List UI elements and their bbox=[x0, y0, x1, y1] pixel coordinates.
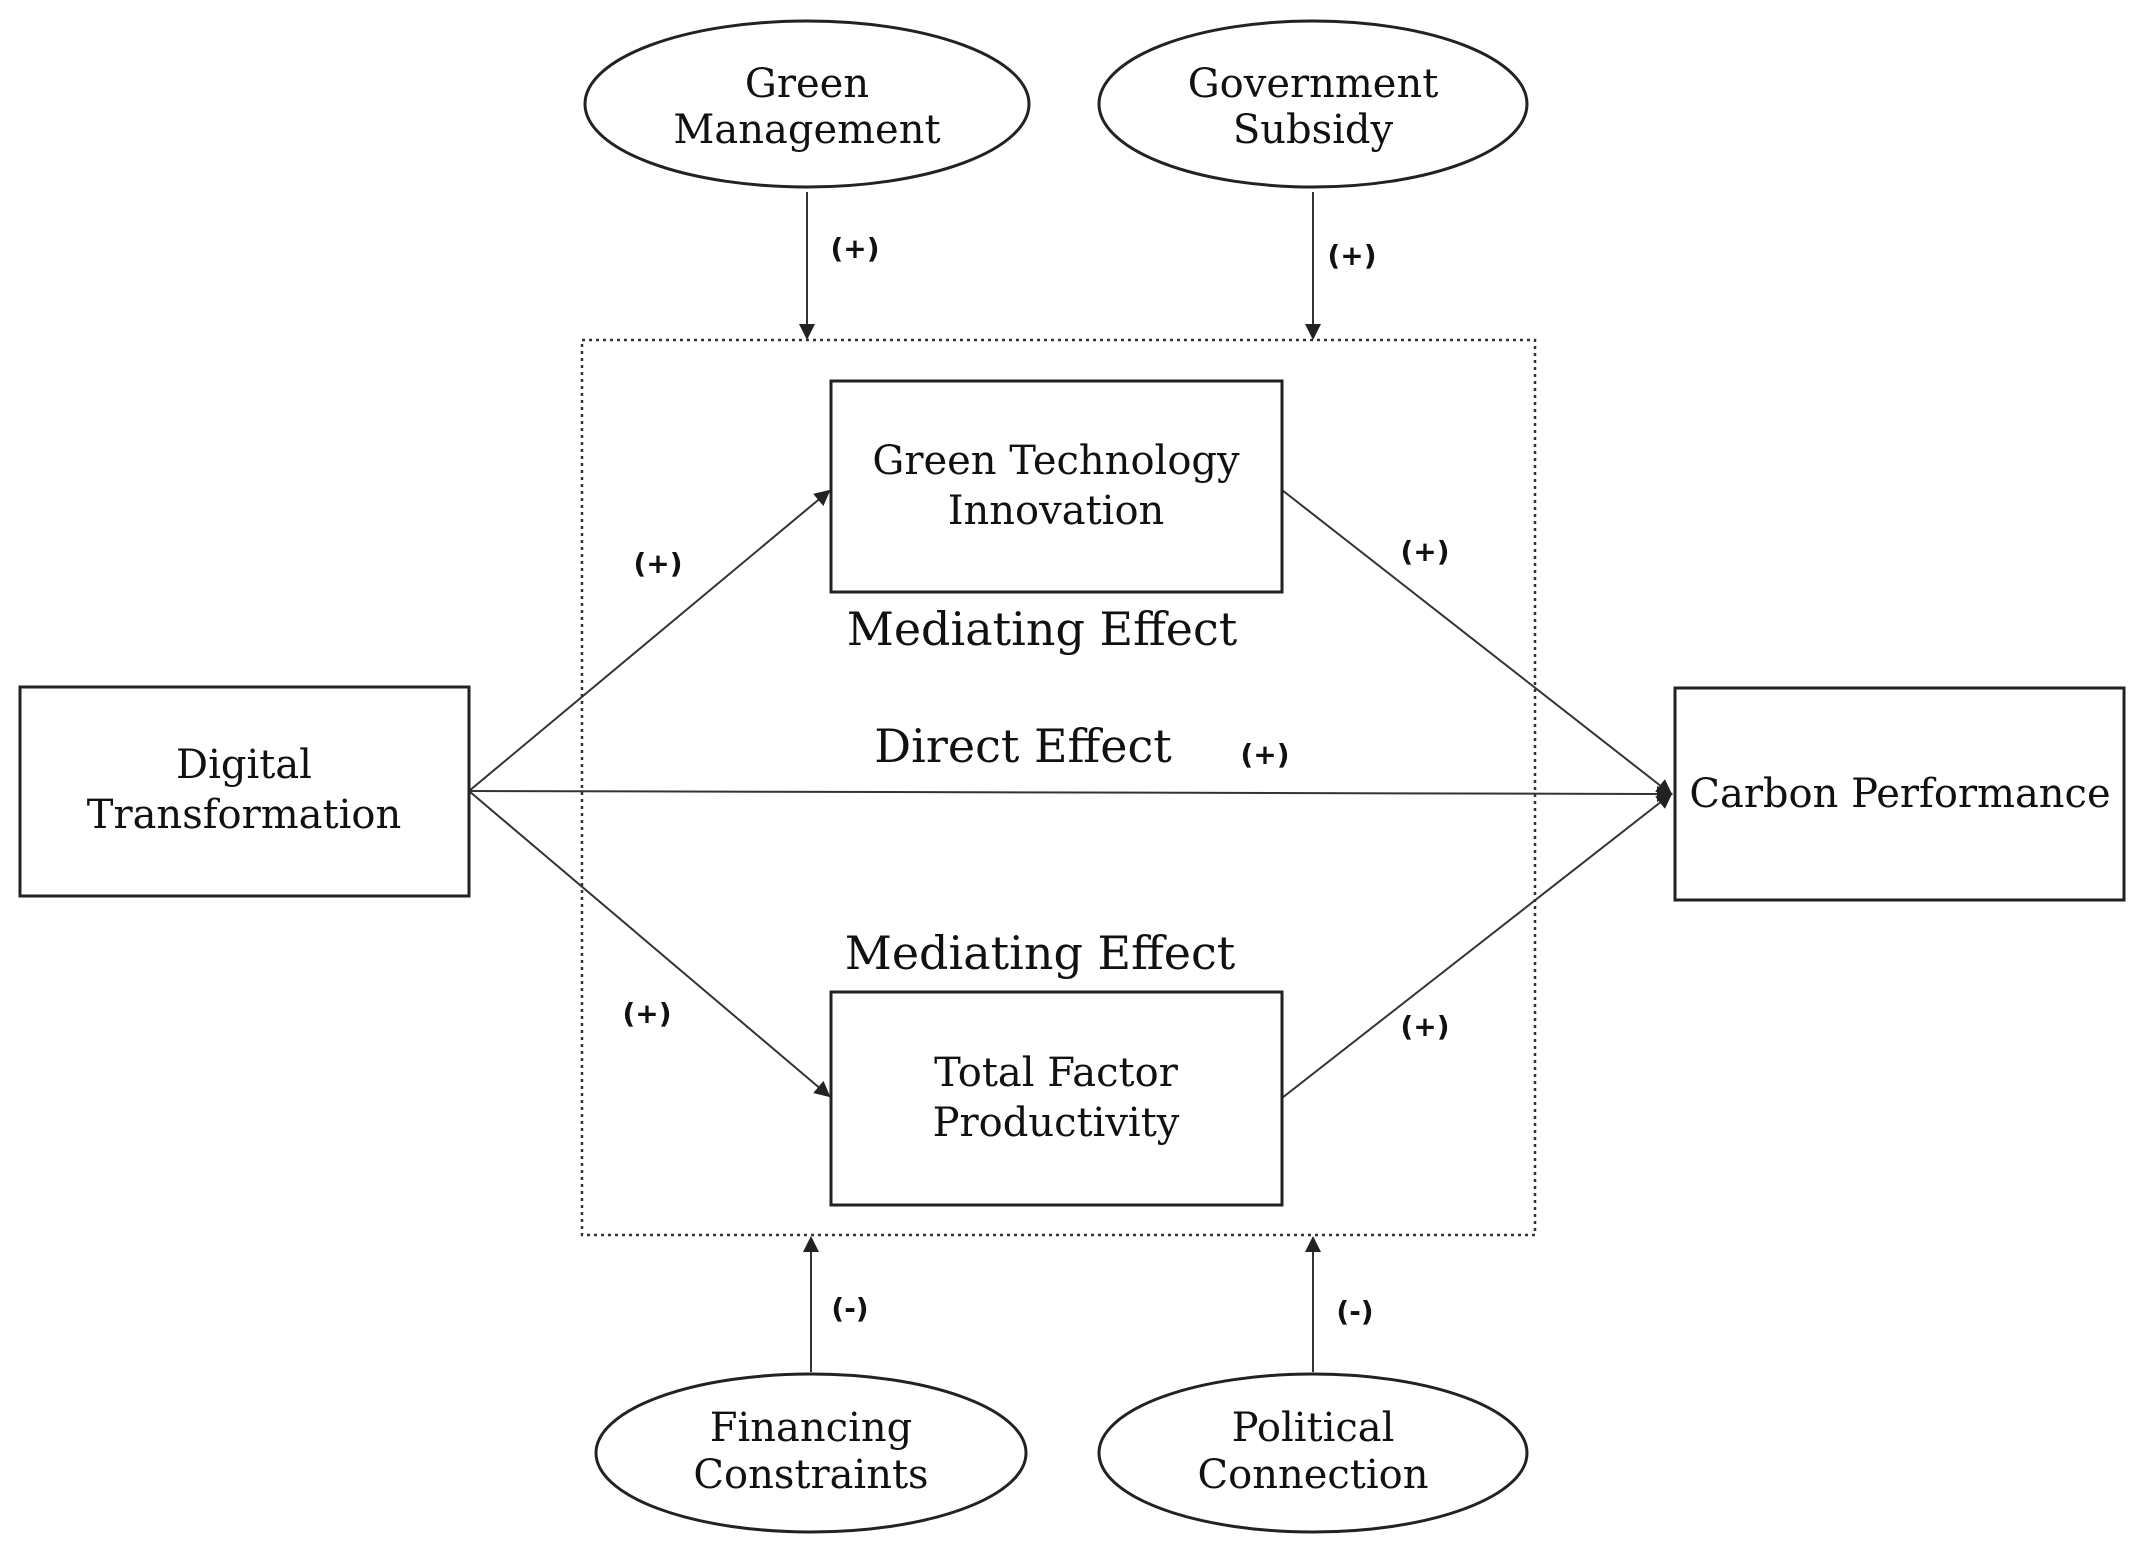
financing-constraints-line1: Financing bbox=[710, 1405, 912, 1451]
political-connection-line1: Political bbox=[1232, 1405, 1395, 1451]
sign-direct: (+) bbox=[1240, 738, 1289, 771]
arrow-dt-to-gti bbox=[468, 489, 831, 792]
arrow-tfp-to-cp bbox=[1281, 792, 1673, 1099]
mediating-effect-top-label: Mediating Effect bbox=[847, 602, 1238, 656]
direct-effect-label: Direct Effect bbox=[874, 719, 1172, 773]
arrow-gti-to-cp bbox=[1281, 489, 1673, 796]
sign-political-connection: (-) bbox=[1336, 1295, 1373, 1328]
tfp-line1: Total Factor bbox=[934, 1050, 1179, 1096]
moderator-green-management: Green Management bbox=[583, 19, 1031, 189]
sign-government-subsidy: (+) bbox=[1327, 239, 1376, 272]
digital-transformation-line2: Transformation bbox=[87, 792, 401, 838]
political-connection-line2: Connection bbox=[1198, 1452, 1429, 1498]
gti-line2: Innovation bbox=[948, 488, 1165, 534]
carbon-performance-label: Carbon Performance bbox=[1689, 771, 2110, 817]
arrow-direct-dt-to-cp bbox=[468, 785, 1673, 802]
sign-gti-to-cp: (+) bbox=[1400, 535, 1449, 568]
sign-dt-to-tfp: (+) bbox=[622, 997, 671, 1030]
tfp-line2: Productivity bbox=[933, 1100, 1180, 1146]
node-carbon-performance: Carbon Performance bbox=[1673, 686, 2126, 902]
sign-dt-to-gti: (+) bbox=[633, 547, 682, 580]
government-subsidy-line2: Subsidy bbox=[1233, 107, 1394, 153]
financing-constraints-line2: Constraints bbox=[693, 1452, 928, 1498]
gti-line1: Green Technology bbox=[872, 438, 1240, 484]
green-management-line2: Management bbox=[673, 107, 940, 153]
node-total-factor-productivity: Total Factor Productivity bbox=[829, 990, 1284, 1207]
sign-tfp-to-cp: (+) bbox=[1400, 1010, 1449, 1043]
government-subsidy-line1: Government bbox=[1188, 61, 1439, 107]
moderator-government-subsidy: Government Subsidy bbox=[1097, 19, 1529, 189]
moderation-frame bbox=[580, 338, 1537, 1237]
moderator-political-connection: Political Connection bbox=[1097, 1372, 1529, 1534]
digital-transformation-line1: Digital bbox=[176, 742, 312, 788]
node-digital-transformation: Digital Transformation bbox=[18, 685, 471, 898]
green-management-line1: Green bbox=[745, 61, 869, 107]
moderator-financing-constraints: Financing Constraints bbox=[594, 1372, 1028, 1534]
node-green-technology-innovation: Green Technology Innovation bbox=[829, 379, 1284, 594]
sign-financing-constraints: (-) bbox=[831, 1292, 868, 1325]
mediating-effect-bottom-label: Mediating Effect bbox=[845, 926, 1236, 980]
sign-green-management: (+) bbox=[830, 232, 879, 265]
arrow-dt-to-tfp bbox=[468, 790, 831, 1098]
